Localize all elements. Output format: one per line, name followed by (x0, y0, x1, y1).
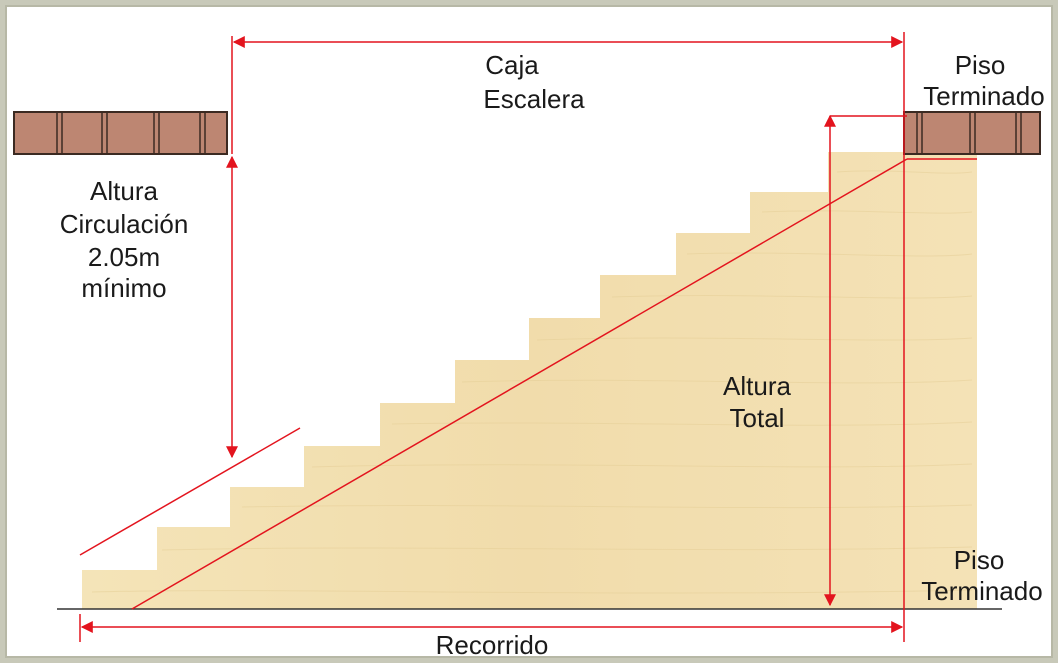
caja-label-line2: Escalera (483, 84, 585, 114)
altura-circulacion-label-line1: Altura (90, 176, 158, 206)
piso-top-label-line1: Piso (955, 50, 1006, 80)
altura-circulacion-label-line3: 2.05m (88, 242, 160, 272)
wood-grain (91, 170, 973, 594)
upper-slab-left (13, 111, 228, 155)
diagram-panel: Caja Escalera Piso Terminado Altura Circ… (5, 5, 1053, 660)
stair-diagram: Caja Escalera Piso Terminado Altura Circ… (13, 32, 1045, 660)
altura-total-label-line2: Total (730, 403, 785, 433)
altura-circulacion-label-line2: Circulación (60, 209, 189, 239)
upper-slab-right (903, 111, 1041, 155)
piso-bottom-label-line2: Terminado (921, 576, 1042, 606)
clearance-line (79, 427, 301, 556)
recorrido-label: Recorrido (436, 630, 549, 660)
slope-line (131, 158, 908, 610)
caja-label-line1: Caja (485, 50, 539, 80)
piso-top-label-line2: Terminado (923, 81, 1044, 111)
altura-total-label-line1: Altura (723, 371, 791, 401)
dimension-lines (79, 32, 977, 642)
piso-bottom-label-line1: Piso (954, 545, 1005, 575)
altura-circulacion-label-line4: mínimo (81, 273, 166, 303)
